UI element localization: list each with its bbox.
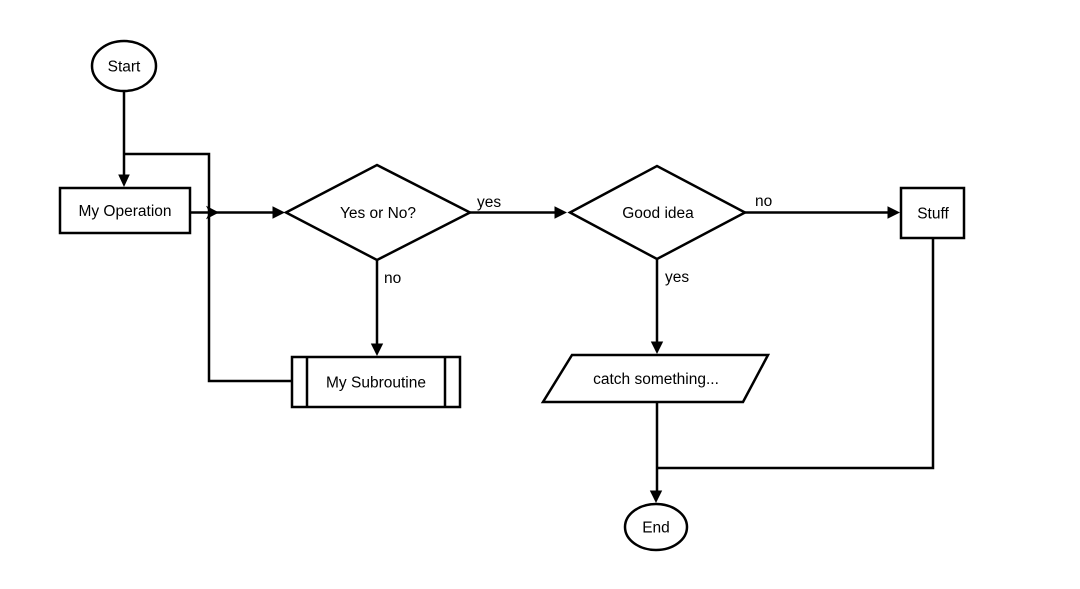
yes-or-no-label: Yes or No? [340, 205, 416, 222]
node-good-idea: Good idea [567, 164, 748, 261]
arrowhead-into-yes-or-no [272, 206, 285, 219]
node-stuff: Stuff [899, 186, 966, 240]
start-label: Start [108, 59, 141, 76]
edge-label-yes-to-catch: yes [665, 269, 689, 286]
node-my-operation: My Operation [58, 186, 192, 235]
good-idea-diamond [567, 164, 748, 261]
arrowhead-into-operation [118, 174, 130, 187]
node-end: End [623, 502, 689, 552]
edge-label-yes-to-good-idea: yes [477, 194, 501, 211]
arrowhead-into-catch [650, 341, 664, 354]
my-subroutine-label: My Subroutine [326, 375, 426, 392]
node-catch-something: catch something... [540, 353, 771, 404]
arrowhead-into-stuff [887, 206, 900, 219]
catch-something-parallelogram [540, 353, 771, 404]
edge-stuff-to-end-join [657, 238, 935, 470]
arrowhead-mid-crossing [206, 205, 219, 220]
stuff-label: Stuff [917, 206, 949, 223]
start-ellipse [90, 39, 158, 93]
stuff-rect [899, 186, 966, 240]
node-my-subroutine: My Subroutine [290, 355, 462, 409]
arrowhead-into-subroutine [370, 343, 384, 356]
good-idea-label: Good idea [622, 205, 694, 222]
edge-start-branch-to-subroutine [124, 152, 291, 383]
edge-label-no-to-subroutine: no [384, 270, 401, 287]
end-ellipse [623, 502, 689, 552]
catch-something-label: catch something... [593, 371, 719, 388]
my-operation-label: My Operation [78, 203, 171, 220]
arrowhead-into-end [649, 490, 663, 503]
my-operation-rect [58, 186, 192, 235]
node-yes-or-no: Yes or No? [283, 163, 473, 262]
my-subroutine-rect [290, 355, 462, 409]
arrowhead-into-good-idea [554, 206, 567, 219]
edge-label-no-to-stuff: no [755, 193, 772, 210]
yes-or-no-diamond [283, 163, 473, 262]
node-start: Start [90, 39, 158, 93]
end-label: End [642, 520, 670, 537]
